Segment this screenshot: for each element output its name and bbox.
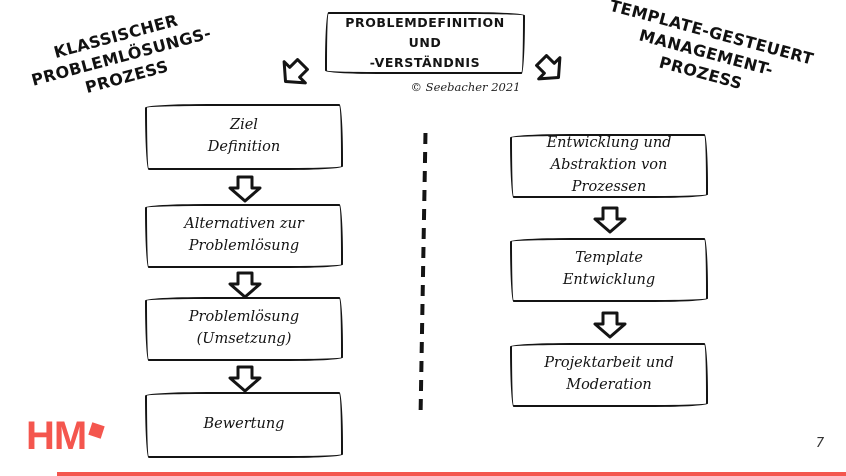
- right-step-box-template-entwicklung: Template Entwicklung: [510, 238, 708, 302]
- right-process-title: TEMPLATE-GESTEUERT MANAGEMENT- PROZESS: [607, 0, 816, 93]
- arrow-down-icon: [590, 205, 630, 235]
- hm-logo-diamond-icon: [88, 422, 105, 439]
- left-step-box-bewertung: Bewertung: [145, 392, 343, 458]
- left-step-box-ziel-definition: Ziel Definition: [145, 104, 343, 170]
- left-process-title: KLASSISCHER PROBLEMLÖSUNGS- PROZESS: [29, 10, 214, 97]
- hm-logo: HM: [26, 414, 87, 458]
- page-number: 7: [815, 436, 825, 451]
- arrow-down-left-icon: [269, 48, 318, 97]
- arrow-down-icon: [225, 364, 265, 394]
- arrow-down-icon: [225, 174, 265, 204]
- copyright-text: © Seebacher 2021: [410, 80, 521, 94]
- right-step-box-entwicklung-abstraktion: Entwicklung und Abstraktion von Prozesse…: [510, 134, 708, 198]
- arrow-down-icon: [225, 270, 265, 300]
- problem-definition-box: PROBLEMDEFINITION UND -VERSTÄNDNIS: [325, 12, 525, 74]
- arrow-down-right-icon: [525, 44, 574, 93]
- right-step-box-projektarbeit: Projektarbeit und Moderation: [510, 343, 708, 407]
- left-step-box-alternativen: Alternativen zur Problemlösung: [145, 204, 343, 268]
- arrow-down-icon: [590, 310, 630, 340]
- footer-accent-bar: [57, 472, 846, 476]
- left-step-box-problemloesung: Problemlösung (Umsetzung): [145, 297, 343, 361]
- dashed-divider: [418, 132, 428, 418]
